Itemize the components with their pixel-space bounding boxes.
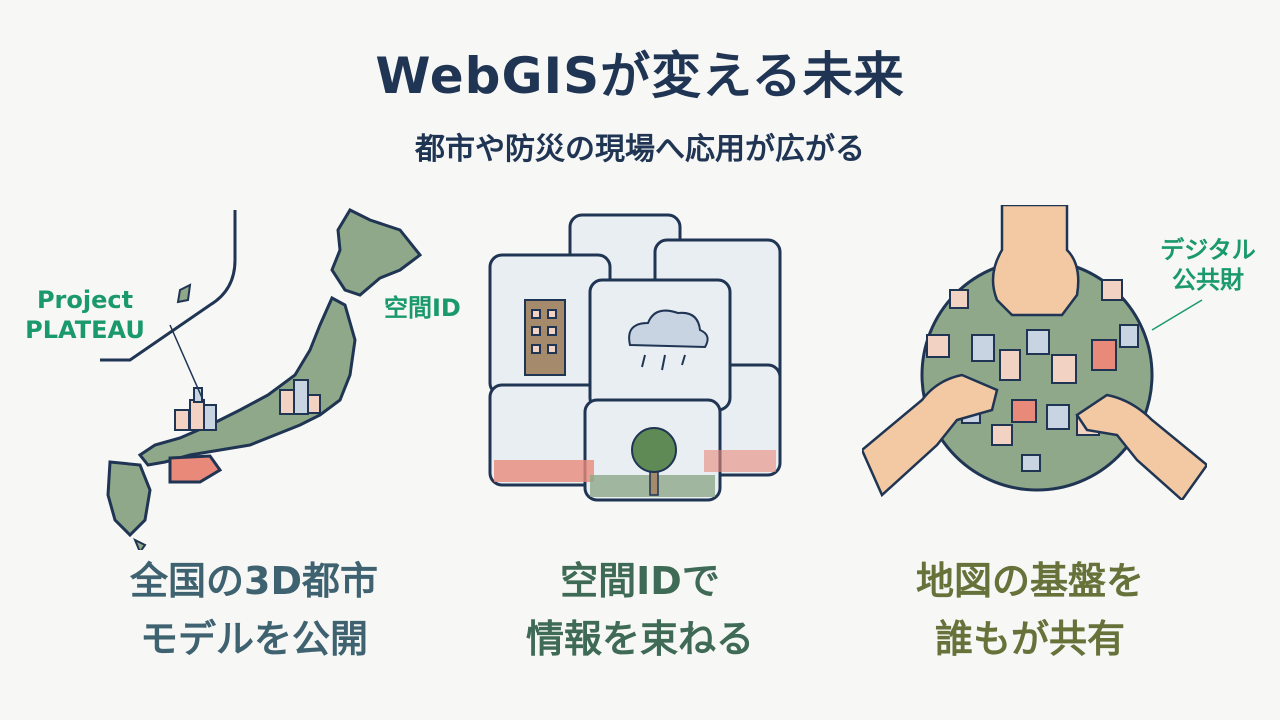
caption-line: 情報を束ねる: [525, 617, 754, 661]
tree-icon: [631, 427, 677, 496]
label-leader-line: [1151, 299, 1203, 331]
honshu-shape: [137, 295, 357, 467]
top-hand: [991, 205, 1080, 317]
tag-line: デジタル: [1160, 236, 1256, 264]
shikoku-shape: [168, 454, 223, 484]
caption-line: 全国の3D都市: [130, 559, 378, 603]
caption-shared-map-base: 地図の基盤を 誰もが共有: [840, 552, 1220, 668]
caption-line: 地図の基盤を: [915, 559, 1144, 603]
caption-line: 誰もが共有: [934, 617, 1125, 661]
spatial-id-label: 空間ID: [384, 293, 494, 323]
left-hand: [862, 373, 999, 498]
globe-hands-illustration: [862, 205, 1207, 500]
building-cluster-west: [174, 387, 217, 431]
floor-red-right: [704, 450, 776, 472]
hokkaido-shape: [330, 208, 423, 297]
digital-public-goods-label: デジタル 公共財: [1138, 235, 1278, 295]
floor-red-left: [494, 460, 594, 482]
caption-3d-city-models: 全国の3D都市 モデルを公開: [64, 552, 444, 668]
tag-line: 空間ID: [384, 294, 461, 322]
caption-line: モデルを公開: [139, 617, 368, 661]
caption-line: 空間IDで: [560, 559, 720, 603]
rain-cloud-icon: [628, 309, 709, 371]
spatial-id-cubes-illustration: [488, 213, 782, 502]
tag-line: Project: [36, 286, 134, 314]
islet-north: [176, 283, 192, 304]
building-icon: [524, 299, 566, 376]
label-leader-line: [169, 324, 204, 401]
tag-line: 公共財: [1172, 266, 1244, 294]
page-title: WebGISが変える未来: [375, 47, 905, 105]
right-hand: [1075, 393, 1207, 500]
frame-line: [100, 210, 237, 362]
project-plateau-label: Project PLATEAU: [10, 285, 160, 345]
tag-line: PLATEAU: [25, 316, 145, 344]
building-cluster-east: [279, 379, 321, 415]
kyushu-shape: [106, 460, 152, 538]
caption-spatial-id: 空間IDで 情報を束ねる: [450, 552, 830, 668]
japan-map-illustration: [100, 208, 423, 550]
islet: [133, 537, 147, 550]
page-subtitle: 都市や防災の現場へ応用が広がる: [415, 132, 865, 167]
